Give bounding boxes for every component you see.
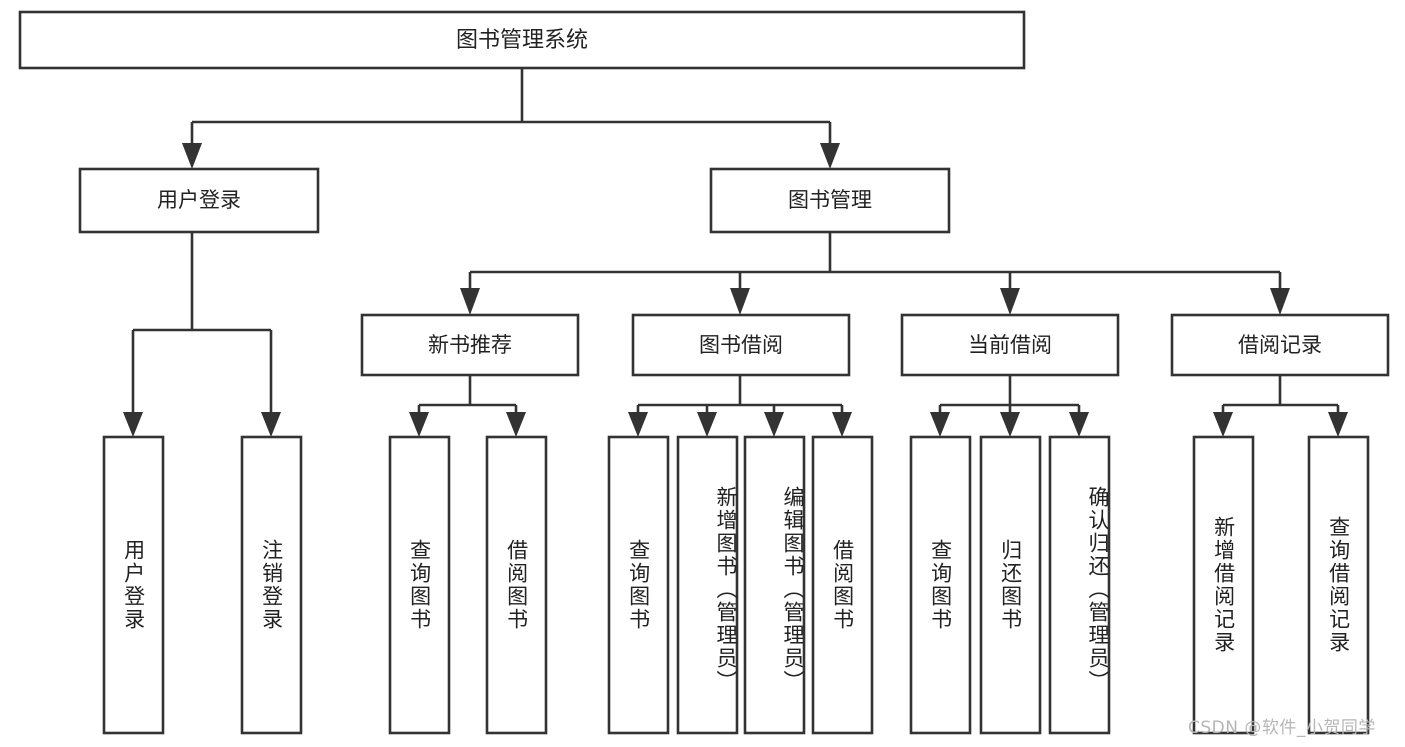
arrow-to-leaf-borrow-book-1 (506, 412, 526, 437)
node-leaf-query-book-1-box[interactable] (388, 435, 451, 735)
node-leaf-confirm-return-box[interactable] (1048, 435, 1111, 735)
node-leaf-add-record-box[interactable] (1192, 435, 1255, 735)
node-leaf-return-book-box[interactable] (979, 435, 1042, 735)
arrow-to-book-manage (820, 143, 840, 169)
arrow-to-leaf-query-book-2 (628, 412, 648, 437)
node-leaf-logout-box[interactable] (240, 435, 303, 735)
arrow-to-leaf-add-book (697, 412, 717, 437)
arrow-to-new-book-recommend (460, 288, 480, 315)
arrow-to-leaf-query-book-3 (930, 412, 950, 437)
arrow-to-current-borrow (1000, 288, 1020, 315)
node-current-borrow-box[interactable] (900, 313, 1120, 377)
arrow-to-leaf-logout (261, 412, 281, 437)
arrow-to-leaf-edit-book (764, 412, 784, 437)
arrow-to-leaf-query-record (1328, 412, 1348, 437)
csdn-watermark: CSDN @软件_小贺同学 (1188, 718, 1376, 738)
node-root-box[interactable] (18, 10, 1026, 70)
node-leaf-query-book-3-box[interactable] (909, 435, 972, 735)
arrow-to-leaf-confirm-return (1069, 412, 1089, 437)
node-leaf-add-book-box[interactable] (676, 435, 739, 735)
node-user-login-box[interactable] (78, 167, 320, 234)
node-borrow-record-label: 借阅记录 (1238, 333, 1322, 357)
node-leaf-borrow-book-2-box[interactable] (811, 435, 874, 735)
arrow-to-user-login (182, 143, 202, 169)
arrow-to-borrow-record (1270, 288, 1290, 315)
node-book-borrow-box[interactable] (631, 313, 851, 377)
connector-group (123, 68, 1348, 437)
arrow-to-book-borrow (730, 288, 750, 315)
node-leaf-query-book-2-box[interactable] (607, 435, 670, 735)
node-user-login-label: 用户登录 (157, 188, 241, 212)
node-book-borrow-label: 图书借阅 (699, 333, 783, 357)
node-new-book-recommend-label: 新书推荐 (428, 333, 512, 357)
node-leaf-edit-book-box[interactable] (743, 435, 806, 735)
node-book-manage-label: 图书管理 (788, 188, 872, 212)
arrow-to-leaf-user-login (123, 412, 143, 437)
node-book-manage-box[interactable] (709, 167, 951, 234)
node-leaf-user-login-box[interactable] (102, 435, 165, 735)
arrow-to-leaf-return-book (1000, 412, 1020, 437)
node-group: 图书管理系统 用户登录 图书管理 新书推荐 图书借阅 当前借阅 借阅记录 (18, 10, 1390, 735)
arrow-to-leaf-query-book-1 (409, 412, 429, 437)
node-borrow-record-box[interactable] (1170, 313, 1390, 377)
node-root-label: 图书管理系统 (456, 28, 588, 53)
node-leaf-borrow-book-1-box[interactable] (485, 435, 548, 735)
arrow-to-leaf-add-record (1213, 412, 1233, 437)
arrow-to-leaf-borrow-book-2 (832, 412, 852, 437)
node-new-book-recommend-box[interactable] (360, 313, 580, 377)
node-current-borrow-label: 当前借阅 (968, 333, 1052, 357)
node-leaf-query-record-box[interactable] (1307, 435, 1370, 735)
